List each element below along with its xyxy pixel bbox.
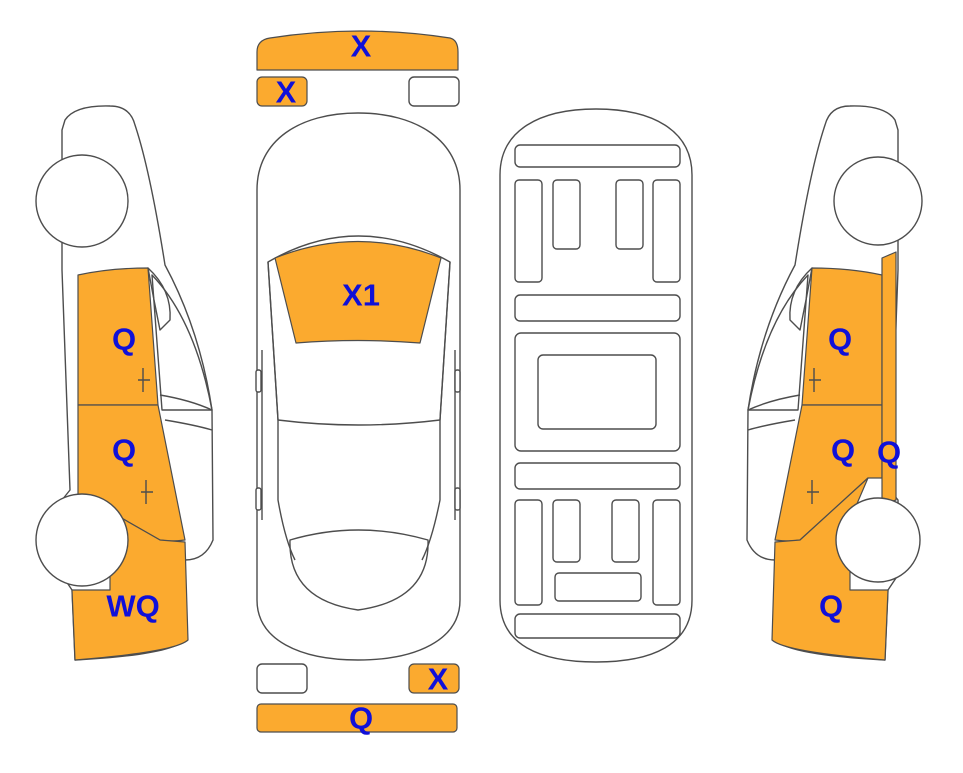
front-bumper[interactable]: X <box>256 29 459 71</box>
right-rear-fender-label: Q <box>819 589 843 624</box>
car-top-view <box>255 112 461 661</box>
left-rear-door-label: Q <box>112 433 136 468</box>
right-rear-door-label: Q <box>831 433 855 468</box>
windshield[interactable]: X1 <box>274 240 442 344</box>
right-side-details <box>789 267 921 583</box>
front-right-light[interactable] <box>408 76 460 107</box>
left-front-door[interactable]: Q <box>77 267 159 406</box>
rear-right-light-label: X <box>428 662 449 697</box>
right-rear-pillar[interactable]: Q <box>877 251 901 506</box>
car-underbody-view <box>499 108 693 663</box>
left-front-door-label: Q <box>112 322 136 357</box>
front-left-light[interactable]: X <box>256 75 308 110</box>
rear-right-light[interactable]: X <box>408 662 460 697</box>
left-rear-fender-label: WQ <box>106 589 159 624</box>
front-left-light-label: X <box>276 75 297 110</box>
front-bumper-label: X <box>351 29 372 64</box>
right-front-door[interactable]: Q <box>801 267 883 406</box>
rear-bumper-label: Q <box>349 701 373 736</box>
right-rear-fender[interactable]: Q <box>771 477 889 661</box>
right-rear-pillar-label: Q <box>877 435 901 470</box>
rear-bumper[interactable]: Q <box>256 701 458 736</box>
rear-left-light[interactable] <box>256 663 308 694</box>
windshield-label: X1 <box>342 278 380 313</box>
left-side-details <box>35 267 171 587</box>
left-rear-fender[interactable]: WQ <box>71 499 189 661</box>
right-front-door-label: Q <box>828 322 852 357</box>
